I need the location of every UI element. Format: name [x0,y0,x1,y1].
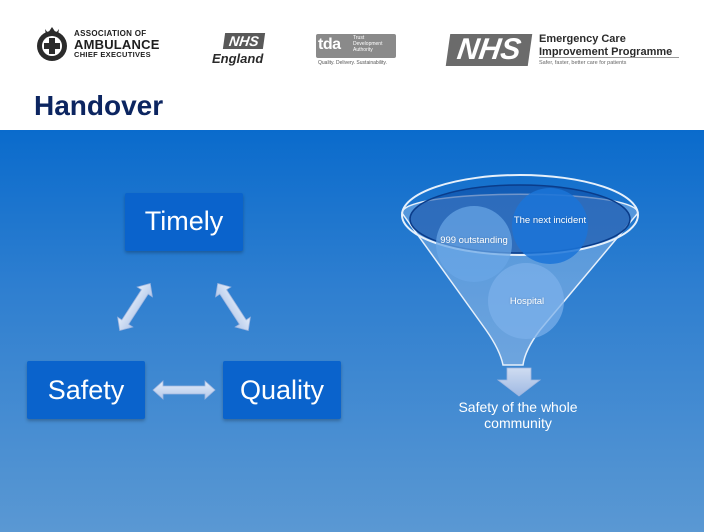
double-arrow-icon [117,283,153,331]
aace-logo: ASSOCIATION OF AMBULANCE CHIEF EXECUTIVE… [34,24,164,64]
tda-side-text: Trust Development Authority [353,35,383,53]
funnel-rim [401,174,639,256]
tda-side-line2: Development [353,40,383,47]
aace-line1: ASSOCIATION OF [74,29,147,38]
tda-logo: tda Trust Development Authority Quality.… [316,34,398,68]
double-arrow-icon [215,283,251,331]
timely-label: Timely [144,206,224,236]
tda-tagline: Quality. Delivery. Sustainability. [318,60,387,66]
quality-box: Quality [223,361,341,419]
slide-title: Handover [34,90,164,121]
circle-next-incident-label: The next incident [513,215,587,226]
safety-label: Safety [47,375,125,405]
double-arrow-icon [152,380,216,400]
aace-line2: AMBULANCE [74,37,160,52]
nhs-england-label: England [212,51,264,66]
aace-wordmark: ASSOCIATION OF AMBULANCE CHIEF EXECUTIVE… [74,30,160,59]
circle-999 [436,206,512,282]
tda-side-line1: Trust [353,35,365,41]
quality-label: Quality [239,375,325,405]
circle-hospital-label: Hospital [509,296,545,307]
funnel-caption: Safety of the whole community [458,399,578,432]
tda-side-line3: Authority [353,46,373,53]
aace-crest-icon [37,27,67,61]
timely-box: Timely [125,193,243,251]
safety-box: Safety [27,361,145,419]
circle-next-incident [512,188,588,264]
ecip-logo: NHS Emergency Care Improvement Programme… [445,32,688,72]
tda-badge: tda Trust Development Authority [316,34,396,58]
aace-line3: CHIEF EXECUTIVES [74,50,151,59]
circle-999-label: 999 outstanding [440,235,508,246]
ecip-title: Emergency Care Improvement Programme [539,33,672,59]
ecip-title-line1: Emergency Care [539,33,626,45]
down-arrow-icon [496,367,542,397]
tda-mark: tda [318,36,341,53]
ecip-tagline: Safer, faster, better care for patients [539,60,627,66]
ecip-divider [539,57,679,58]
ecip-title-line2: Improvement Programme [539,46,673,59]
circle-hospital [488,263,564,339]
nhs-england-logo: NHS England [212,33,268,67]
